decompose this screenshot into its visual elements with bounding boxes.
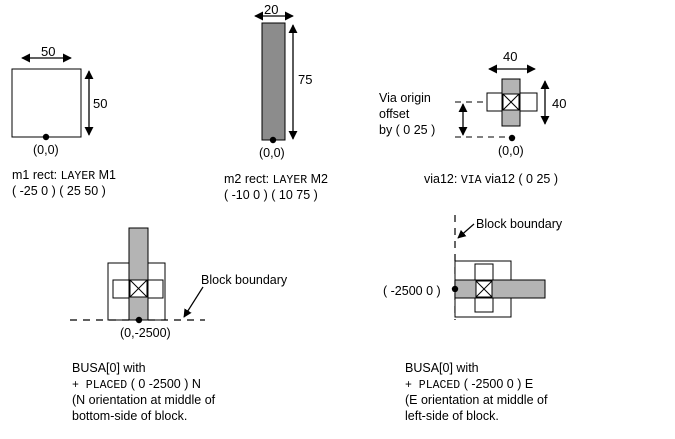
via-caption-prefix: via12:: [424, 172, 461, 186]
m2-height-label: 75: [298, 72, 313, 87]
m1-rect-group: [11, 53, 94, 141]
busa-n-keyword: + PLACED: [72, 379, 128, 392]
via-height-label: 40: [552, 96, 567, 111]
via-cut-cross-b: [502, 93, 520, 111]
busa-n-origin-label: (0,-2500): [120, 326, 171, 340]
busa-n-block-boundary-label: Block boundary: [201, 273, 288, 287]
busa-e-origin-label: ( -2500 0 ): [383, 284, 441, 298]
busa-e-keyword: + PLACED: [405, 379, 461, 392]
via-caption-suffix: via12 ( 0 25 ): [481, 172, 558, 186]
busa-n-line1: BUSA[0] with: [72, 361, 146, 375]
m1-caption-keyword: LAYER: [60, 170, 96, 183]
m1-rect: [11, 68, 82, 138]
busa-n-line3: (N orientation at middle of: [72, 393, 216, 407]
m1-caption: m1 rect: LAYER M1: [12, 168, 116, 184]
busa-e-boundary-pointer: [457, 223, 475, 239]
m2-coords: ( -10 0 ) ( 10 75 ): [224, 188, 318, 202]
m1-coords: ( -25 0 ) ( 25 50 ): [12, 184, 106, 198]
m1-caption-suffix: M1: [95, 168, 116, 182]
busa-e-group: [451, 215, 546, 320]
busa-n-line4: bottom-side of block.: [72, 409, 188, 423]
m1-height-label: 50: [93, 96, 108, 111]
busa-n-vertical-metal: [128, 227, 149, 321]
via-origin-label: (0,0): [498, 144, 524, 158]
busa-e-line3: (E orientation at middle of: [405, 393, 548, 407]
via-note-line1: Via origin: [379, 91, 431, 105]
busa-e-horizontal-metal: [454, 279, 546, 299]
busa-e-line1: BUSA[0] with: [405, 361, 479, 375]
busa-e-block-boundary-label: Block boundary: [476, 217, 563, 231]
busa-e-line4: left-side of block.: [405, 409, 499, 423]
m1-origin-label: (0,0): [33, 143, 59, 157]
busa-e-cut-cross-b: [475, 280, 493, 298]
m1-caption-prefix: m1 rect:: [12, 168, 61, 182]
m2-origin-label: (0,0): [259, 146, 285, 160]
m2-origin-dot: [269, 136, 277, 144]
via-caption-keyword: VIA: [460, 174, 482, 187]
via-note-line2: offset: [379, 107, 410, 121]
m2-rect-group: [254, 11, 298, 144]
via-note-line3: by ( 0 25 ): [379, 123, 436, 137]
via12-group: [455, 64, 550, 142]
busa-n-origin-dot: [135, 316, 143, 324]
busa-n-boundary-pointer: [183, 286, 204, 318]
m2-rect: [261, 22, 286, 141]
busa-e-line2: + PLACED ( -2500 0 ) E: [405, 377, 533, 393]
m2-caption-suffix: M2: [307, 172, 328, 186]
busa-n-line2: + PLACED ( 0 -2500 ) N: [72, 377, 201, 393]
via-origin-dot: [508, 134, 516, 142]
busa-n-line2-suffix: ( 0 -2500 ) N: [127, 377, 201, 391]
m2-caption-keyword: LAYER: [272, 174, 308, 187]
via-width-label: 40: [503, 49, 518, 64]
m1-origin-dot: [42, 133, 50, 141]
via-caption: via12: VIA via12 ( 0 25 ): [424, 172, 558, 188]
m1-width-label: 50: [41, 44, 56, 59]
m2-width-label: 20: [264, 2, 279, 17]
busa-n-cut-cross-b: [129, 279, 148, 298]
m2-caption: m2 rect: LAYER M2: [224, 172, 328, 188]
busa-e-line2-suffix: ( -2500 0 ) E: [460, 377, 534, 391]
m2-caption-prefix: m2 rect:: [224, 172, 273, 186]
busa-n-group: [70, 227, 205, 324]
busa-e-origin-dot: [451, 285, 459, 293]
